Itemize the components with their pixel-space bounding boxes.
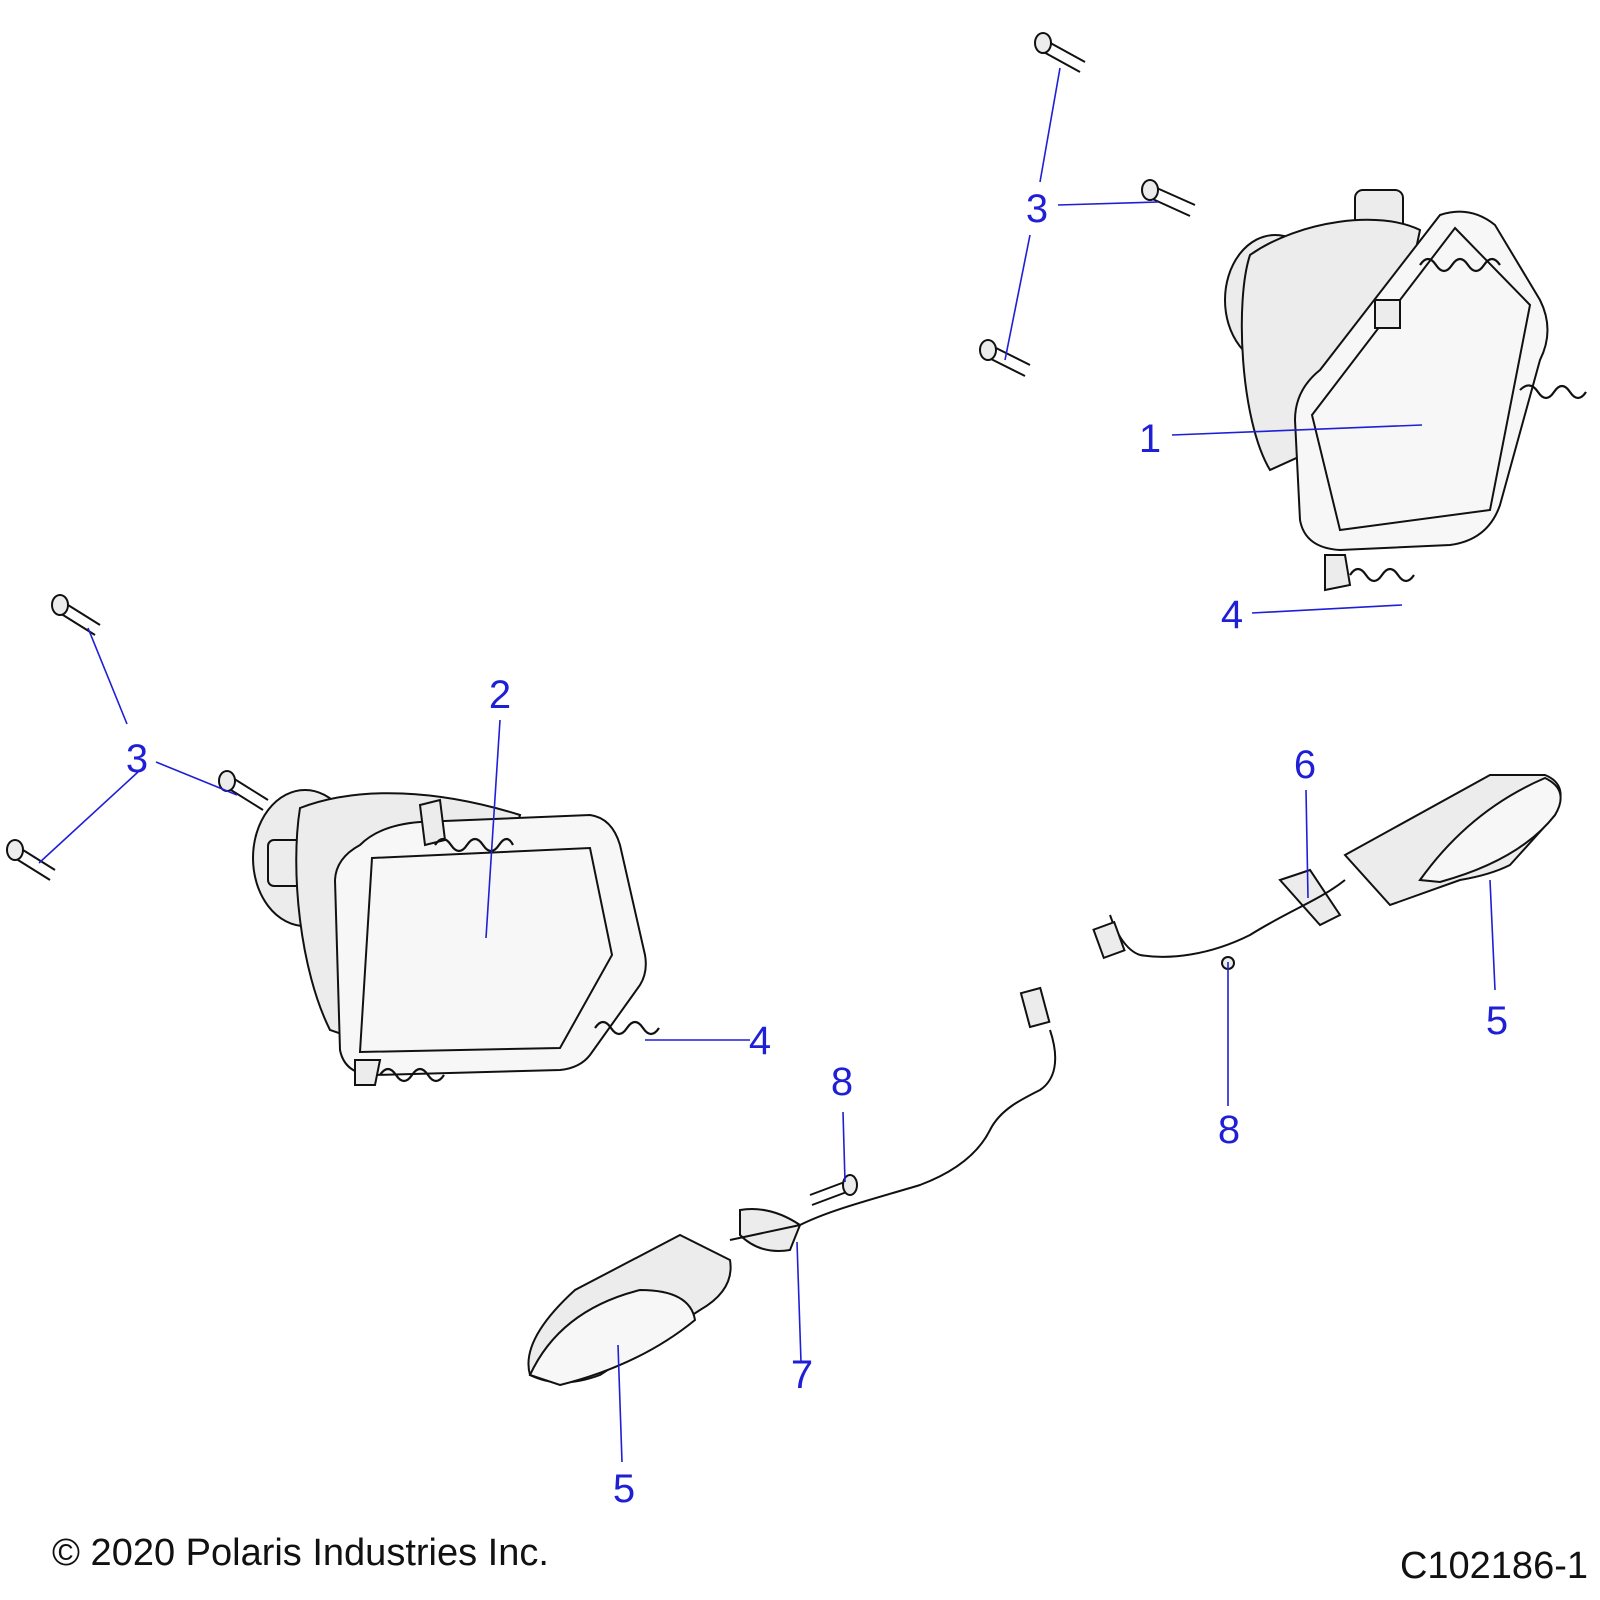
- callout-5-right: 5: [1486, 999, 1508, 1043]
- turn-signal-right: [1092, 774, 1562, 970]
- callout-4-left: 4: [749, 1019, 771, 1063]
- bolt-left-2: [218, 770, 269, 811]
- callout-2: 2: [489, 673, 511, 717]
- leader-lines: [38, 67, 1496, 1463]
- callout-4-right: 4: [1221, 593, 1243, 637]
- callout-6: 6: [1294, 743, 1316, 787]
- callout-8-lower: 8: [831, 1060, 853, 1104]
- bolt-upper-right-3: [979, 339, 1031, 377]
- copyright-notice: © 2020 Polaris Industries Inc.: [52, 1532, 549, 1574]
- callout-7: 7: [791, 1353, 813, 1397]
- callout-labels: 1 2 3 3 4 4 5 5 6 7 8 8: [126, 187, 1508, 1511]
- callout-3-upper: 3: [1026, 187, 1048, 231]
- headlight-right: [1224, 189, 1587, 592]
- drawing-number: C102186-1: [1399, 1545, 1588, 1587]
- bolt-upper-right-1: [1034, 32, 1086, 73]
- bolt-left-1: [51, 594, 101, 636]
- bolt-upper-right-2: [1141, 179, 1196, 217]
- callout-8-right: 8: [1218, 1108, 1240, 1152]
- turn-signal-lower: [527, 986, 1057, 1387]
- bolt-left-3: [6, 839, 56, 881]
- callout-5-lower: 5: [613, 1467, 635, 1511]
- callout-1: 1: [1139, 417, 1161, 461]
- callout-3-left: 3: [126, 737, 148, 781]
- headlight-left: [252, 789, 660, 1086]
